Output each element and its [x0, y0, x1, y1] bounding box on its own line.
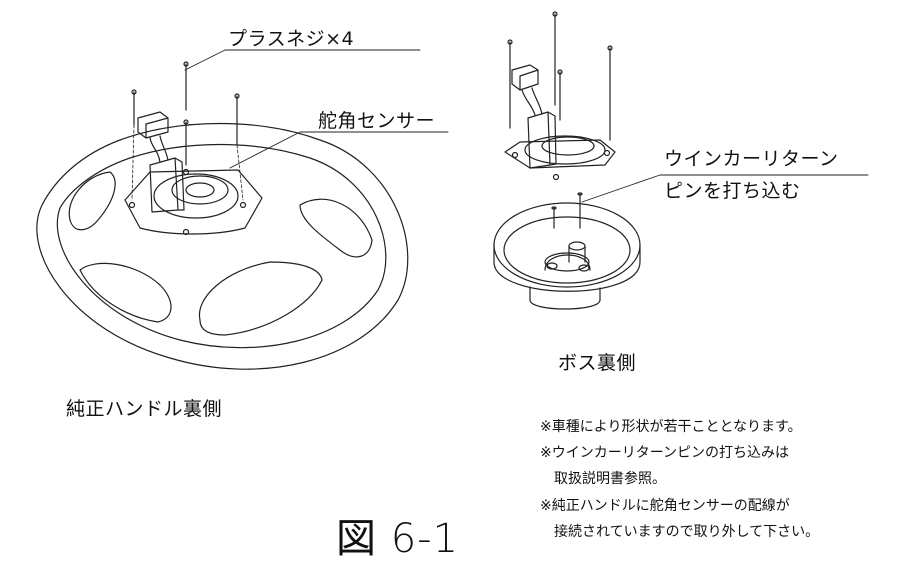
- boss-body: [494, 245, 640, 291]
- wheel-hub-plate: [125, 170, 262, 234]
- wheel-opening-right: [300, 199, 372, 257]
- boss-drawing: [494, 12, 640, 309]
- note-line-5: 接続されていますので取り外して下さい。: [540, 524, 820, 540]
- leader-turn-pin: [582, 175, 868, 202]
- wheel-opening-left: [69, 172, 115, 230]
- wheel-opening-bottom-left: [80, 263, 171, 322]
- callout-turn-pin-line2: ピンを打ち込む: [664, 180, 801, 202]
- callout-screws: プラスネジ×4: [228, 28, 355, 50]
- figure-label: 図 6-1: [336, 516, 460, 562]
- wheel-opening-bottom-right: [199, 262, 322, 335]
- boss-connector: [512, 65, 538, 90]
- caption-boss-back: ボス裏側: [558, 352, 637, 374]
- boss-sensor-block: [528, 112, 556, 168]
- caption-steering-back: 純正ハンドル裏側: [66, 398, 223, 420]
- sensor-ring-inner: [172, 176, 228, 204]
- sensor-hole: [186, 183, 214, 197]
- wheel-rim-inner: [57, 145, 385, 348]
- note-line-3: 取扱説明書参照。: [540, 471, 666, 487]
- leader-screws: [185, 50, 420, 70]
- sensor-wire: [150, 136, 168, 162]
- steering-wheel-drawing: [37, 62, 408, 369]
- note-line-2: ※ウインカーリターンピンの打ち込みは: [540, 445, 790, 461]
- boss-top-rim: [494, 203, 640, 287]
- sensor-block: [150, 158, 184, 212]
- screws-right: [508, 12, 612, 140]
- leader-sensor: [230, 132, 448, 168]
- note-line-4: ※純正ハンドルに舵角センサーの配線が: [540, 498, 790, 514]
- callout-turn-pin-line1: ウインカーリターン: [664, 148, 839, 170]
- callout-sensor: 舵角センサー: [318, 110, 436, 132]
- sensor-ring-outer: [154, 174, 238, 218]
- note-line-1: ※車種により形状が若干こととなります。: [540, 419, 802, 435]
- screws-left: [132, 62, 239, 165]
- wheel-rim-outer: [37, 124, 408, 370]
- sensor-connector: [138, 112, 168, 138]
